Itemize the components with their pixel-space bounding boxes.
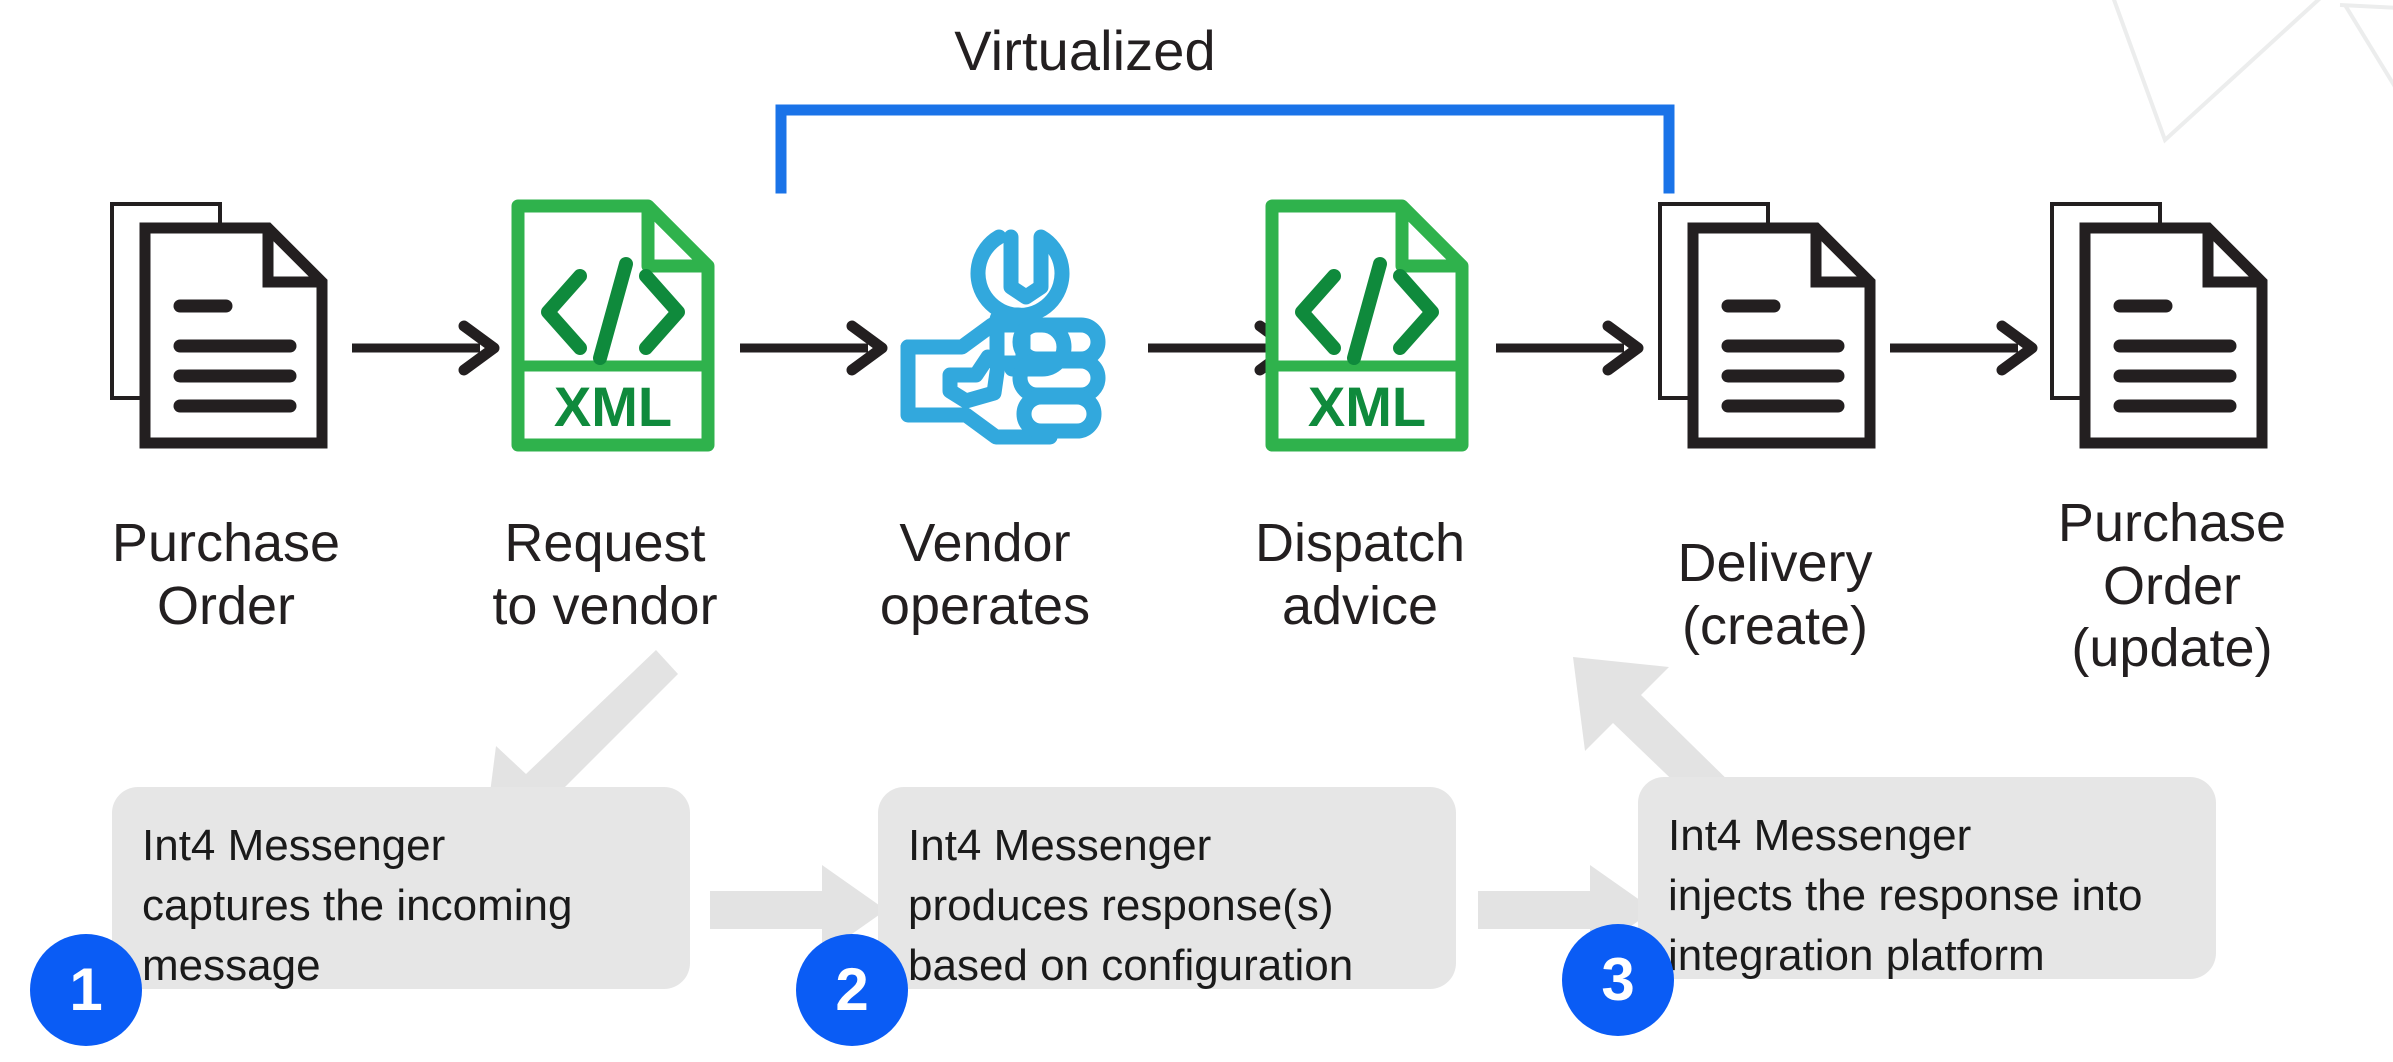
step-arrow-1-to-2	[710, 865, 886, 955]
flow-icon-request-to-vendor: XML	[508, 198, 723, 458]
step-box-3[interactable]	[1638, 777, 2216, 979]
flow-caption-dispatch-advice: Dispatch advice	[1254, 513, 1466, 636]
flow-caption-delivery-create: Delivery (create)	[1677, 533, 1873, 656]
flow-caption-vendor-operates: Vendor operates	[879, 513, 1091, 636]
flow-icon-dispatch-advice: XML	[1262, 198, 1477, 458]
flow-arrow-5	[1890, 320, 2038, 376]
flow-arrow-2	[740, 320, 888, 376]
flow-caption-purchase-order: Purchase Order	[111, 513, 341, 636]
step-badge-3[interactable]: 3	[1562, 924, 1674, 1036]
step-text-2: Int4 Messenger produces response(s) base…	[908, 821, 1354, 990]
step-badge-2[interactable]: 2	[796, 934, 908, 1046]
flow-icon-delivery-create	[1648, 198, 1883, 458]
virtualized-bracket	[775, 104, 1675, 194]
step-text-1: Int4 Messenger captures the incoming mes…	[142, 821, 573, 990]
flow-icon-purchase-order	[100, 198, 335, 458]
xml-file-label-1: XML	[554, 375, 672, 438]
flow-icon-purchase-order-update	[2040, 198, 2275, 458]
step-text-3: Int4 Messenger injects the response into…	[1668, 811, 2143, 980]
flow-caption-purchase-order-update: Purchase Order (update)	[2057, 493, 2287, 679]
corner-chevron-watermark	[2111, 0, 2393, 144]
virtualized-label: Virtualized	[954, 19, 1216, 82]
flow-caption-request-to-vendor: Request to vendor	[492, 513, 718, 636]
flow-arrow-4	[1496, 320, 1644, 376]
step-box-1[interactable]	[112, 787, 690, 989]
step-box-2[interactable]	[878, 787, 1456, 989]
flow-icon-vendor-operates	[900, 225, 1130, 465]
step-badge-1[interactable]: 1	[30, 934, 142, 1046]
xml-file-label-2: XML	[1308, 375, 1426, 438]
flow-arrow-1	[352, 320, 500, 376]
